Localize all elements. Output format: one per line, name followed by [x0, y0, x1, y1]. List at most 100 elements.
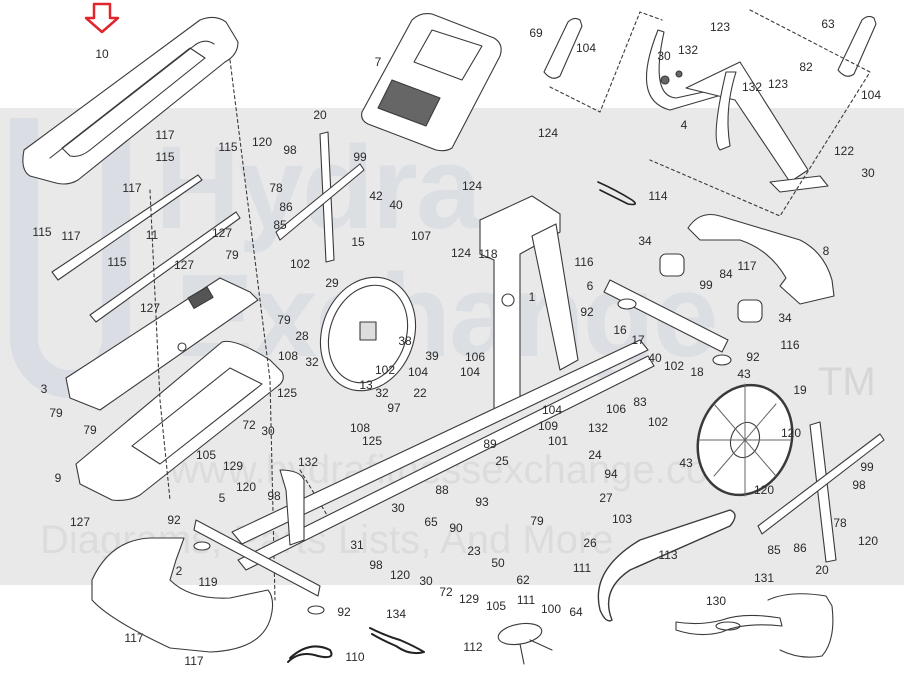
- part-label-102: 102: [289, 257, 311, 271]
- part-label-125: 125: [361, 434, 383, 448]
- part-label-34: 34: [778, 311, 792, 325]
- part-label-98: 98: [852, 478, 866, 492]
- part-label-20: 20: [815, 563, 829, 577]
- part-label-30: 30: [391, 501, 405, 515]
- part-label-38: 38: [398, 334, 412, 348]
- part-label-3: 3: [40, 382, 48, 396]
- part-label-108: 108: [277, 349, 299, 363]
- part-label-127: 127: [173, 258, 195, 272]
- part-label-4: 4: [680, 118, 688, 132]
- part-8-front-cover: [687, 213, 835, 305]
- part-label-63: 63: [821, 17, 835, 31]
- part-label-89: 89: [483, 437, 497, 451]
- part-label-134: 134: [385, 607, 407, 621]
- part-label-22: 22: [413, 386, 427, 400]
- part-134-cord: [369, 627, 425, 655]
- part-label-79: 79: [530, 514, 544, 528]
- part-69-handle-grip: [543, 17, 583, 79]
- part-112-power-cord: [497, 622, 553, 665]
- part-label-129: 129: [222, 459, 244, 473]
- part-label-104: 104: [407, 365, 429, 379]
- part-label-39: 39: [425, 349, 439, 363]
- part-10-upper-shroud: [22, 16, 239, 185]
- watermark-trademark: TM: [818, 360, 876, 404]
- part-label-120: 120: [753, 483, 775, 497]
- part-2-rear-cover: [91, 537, 274, 653]
- part-label-112: 112: [463, 640, 483, 654]
- part-7-console: [361, 13, 502, 152]
- part-label-101: 101: [547, 434, 569, 448]
- part-label-104: 104: [541, 403, 563, 417]
- part-3-tray: [65, 277, 259, 411]
- part-label-88: 88: [435, 483, 449, 497]
- part-label-131: 131: [753, 571, 775, 585]
- part-label-123: 123: [767, 77, 789, 91]
- part-label-97: 97: [387, 401, 401, 415]
- part-label-79: 79: [277, 313, 291, 327]
- part-113-belt: [597, 509, 736, 622]
- part-label-99: 99: [860, 460, 874, 474]
- part-label-9: 9: [54, 471, 62, 485]
- part-label-72: 72: [242, 418, 256, 432]
- part-1-upright: [479, 195, 579, 415]
- part-label-106: 106: [464, 350, 486, 364]
- part-label-92: 92: [746, 350, 760, 364]
- part-label-2: 2: [175, 564, 183, 578]
- part-label-102: 102: [647, 415, 669, 429]
- part-label-132: 132: [297, 455, 319, 469]
- part-label-104: 104: [860, 88, 882, 102]
- part-label-25: 25: [495, 454, 509, 468]
- part-label-103: 103: [611, 512, 633, 526]
- part-label-127: 127: [139, 301, 161, 315]
- part-label-125: 125: [276, 386, 298, 400]
- part-label-30: 30: [861, 166, 875, 180]
- part-20-arm-left: [275, 131, 365, 263]
- part-label-34: 34: [638, 234, 652, 248]
- part-label-120: 120: [389, 568, 411, 582]
- part-label-98: 98: [267, 489, 281, 503]
- part-label-11: 11: [145, 228, 159, 242]
- part-110-cord: [287, 645, 333, 663]
- part-20-arm-right: [757, 421, 885, 563]
- part-label-84: 84: [719, 267, 733, 281]
- part-label-117: 117: [122, 181, 142, 195]
- part-4-handlebar: [646, 29, 829, 193]
- part-label-123: 123: [709, 20, 731, 34]
- part-label-92: 92: [580, 305, 594, 319]
- part-label-124: 124: [450, 246, 472, 260]
- part-label-122: 122: [833, 144, 855, 158]
- part-label-24: 24: [588, 448, 602, 462]
- part-label-124: 124: [537, 126, 559, 140]
- part-label-23: 23: [467, 544, 481, 558]
- part-label-40: 40: [389, 198, 403, 212]
- part-label-111: 111: [572, 561, 592, 575]
- part-label-83: 83: [633, 395, 647, 409]
- part-63-handle-grip: [837, 15, 877, 77]
- part-label-86: 86: [279, 200, 293, 214]
- part-label-115: 115: [218, 140, 238, 154]
- part-label-115: 115: [107, 255, 127, 269]
- part-label-10: 10: [95, 47, 109, 61]
- part-label-119: 119: [198, 575, 218, 589]
- part-131-elastic-strap: [767, 593, 834, 658]
- part-label-104: 104: [575, 41, 597, 55]
- part-label-113: 113: [658, 548, 678, 562]
- part-label-40: 40: [648, 351, 662, 365]
- part-label-108: 108: [349, 421, 371, 435]
- part-label-115: 115: [155, 150, 175, 164]
- part-label-115: 115: [32, 225, 52, 239]
- part-label-62: 62: [516, 573, 530, 587]
- part-label-117: 117: [61, 229, 81, 243]
- part-11-brackets: [51, 174, 241, 323]
- part-19-pulley: [696, 383, 794, 497]
- part-label-117: 117: [124, 631, 144, 645]
- part-label-132: 132: [741, 80, 763, 94]
- part-label-30: 30: [657, 49, 671, 63]
- part-label-99: 99: [699, 278, 713, 292]
- part-label-105: 105: [485, 599, 507, 613]
- part-label-110: 110: [345, 650, 365, 664]
- part-label-120: 120: [235, 480, 257, 494]
- part-label-85: 85: [767, 543, 781, 557]
